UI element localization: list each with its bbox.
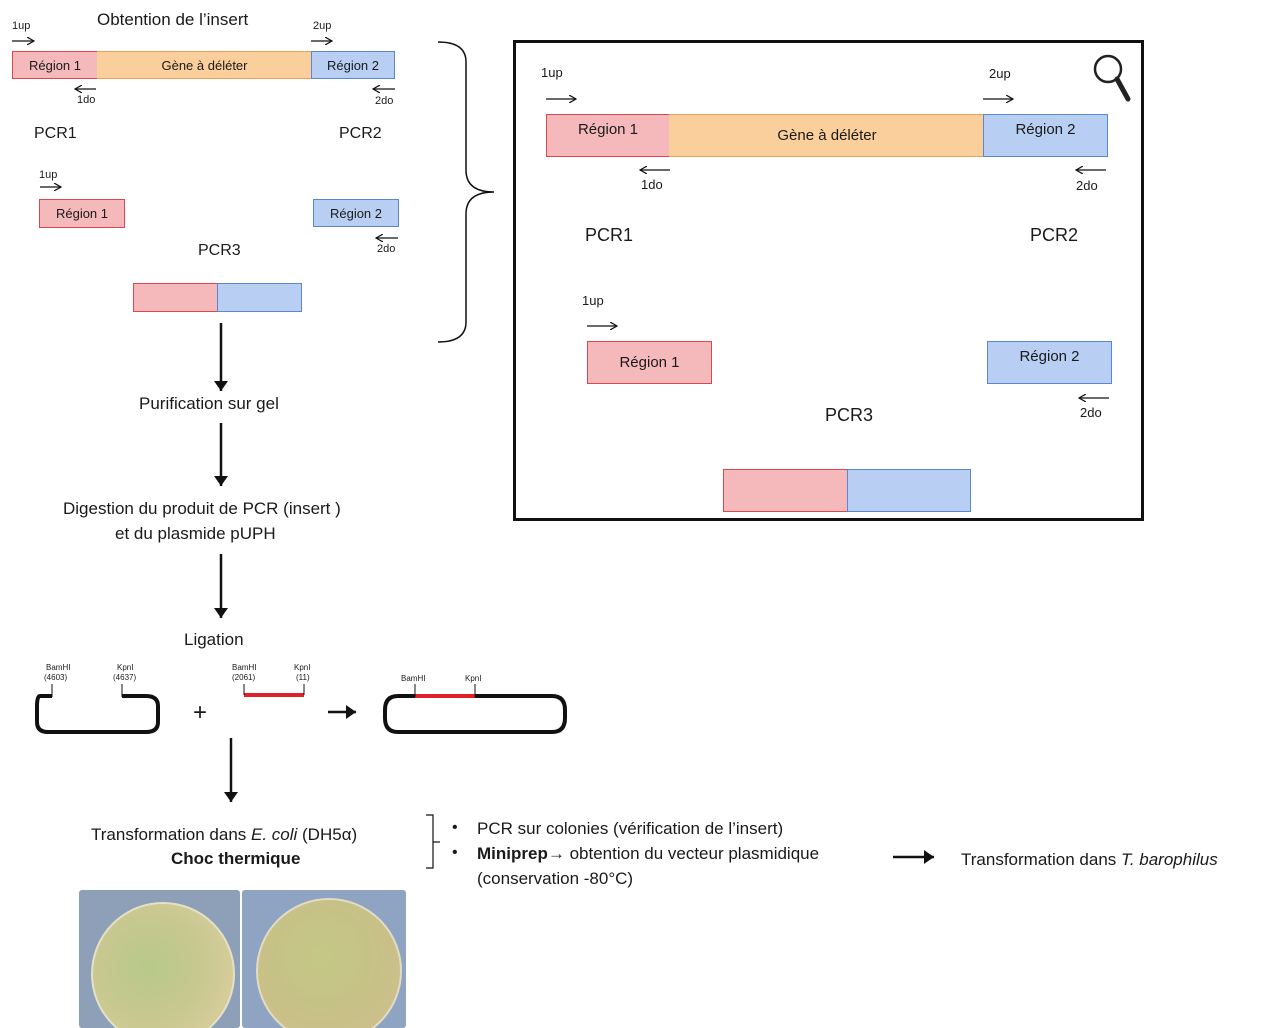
petri-dish-photo-left <box>79 890 240 1028</box>
zoom-region1-box: Région 1 <box>546 114 670 157</box>
vector-backbone <box>35 694 160 734</box>
bullets-bracket <box>426 814 434 869</box>
bullet-2-text: Miniprep→ obtention du vecteur plasmidiq… <box>477 844 820 863</box>
insert-site1-name: BamHI <box>232 663 257 672</box>
recombinant-site2-name: KpnI <box>465 674 482 683</box>
gene-box-small: Gène à déléter <box>97 51 312 79</box>
primer-1up-label-b: 1up <box>39 169 58 181</box>
vector-site2-pos: (4637) <box>113 673 137 682</box>
zoom-2do-label: 2do <box>1076 178 1098 193</box>
bullet-1-dot: • <box>452 819 458 836</box>
bullet-2-continuation: (conservation -80°C) <box>477 869 634 888</box>
zoom-1up-label-b: 1up <box>582 293 604 308</box>
region2-box-pcr2-small: Région 2 <box>313 199 399 227</box>
final-transformation: Transformation dans T. barophilus <box>961 850 1218 869</box>
recombinant-site1-name: BamHI <box>401 674 426 683</box>
insert-title: Obtention de l’insert <box>97 10 249 29</box>
bullet-2-dot: • <box>452 844 458 861</box>
region2-box-small: Région 2 <box>311 51 395 79</box>
zoom-2up-label: 2up <box>989 66 1011 81</box>
petri-dish-photo-right <box>242 890 406 1028</box>
insert-site2-pos: (11) <box>296 673 310 682</box>
step-transformation: Transformation dans E. coli (DH5α) <box>91 825 358 844</box>
primer-2do-label-b: 2do <box>377 243 396 255</box>
zoom-pcr2-label: PCR2 <box>1030 225 1079 245</box>
zoom-panel: 1up 2up Région 1 Gène à déléter Région 2… <box>513 40 1144 521</box>
step-ligation: Ligation <box>184 630 244 649</box>
zoom-primer-arrows <box>546 43 1109 524</box>
step-digestion-line2: et du plasmide pUPH <box>115 524 276 543</box>
vector-site1-pos: (4603) <box>44 673 68 682</box>
zoom-2do-label-b: 2do <box>1080 405 1102 420</box>
primer-2do-label: 2do <box>375 95 394 107</box>
bullet-1-text: PCR sur colonies (vérification de l’inse… <box>477 819 784 838</box>
fused-region1-small <box>133 283 218 312</box>
plus-sign: + <box>193 699 208 726</box>
recombinant-backbone-left <box>383 694 567 734</box>
primer-1do-label: 1do <box>77 94 96 106</box>
zoom-pcr1-label: PCR1 <box>585 225 634 245</box>
region1-box-small: Région 1 <box>12 51 98 79</box>
vector-site2-name: KpnI <box>117 663 134 672</box>
zoom-region2-pcr2: Région 2 <box>987 341 1112 384</box>
insert-site1-pos: (2061) <box>232 673 256 682</box>
fused-region2-small <box>217 283 302 312</box>
primer-1up-label: 1up <box>12 20 31 32</box>
pcr3-label-small: PCR3 <box>198 242 241 259</box>
pcr1-label-small: PCR1 <box>34 125 77 142</box>
step-purification: Purification sur gel <box>139 394 279 413</box>
zoom-pcr3-label: PCR3 <box>825 405 874 425</box>
brace <box>437 41 495 343</box>
magnifier-icon <box>1093 54 1131 102</box>
insert-site2-name: KpnI <box>294 663 311 672</box>
primer-2up-label: 2up <box>313 20 332 32</box>
zoom-region2-box: Région 2 <box>983 114 1108 157</box>
region1-box-pcr1-small: Région 1 <box>39 199 125 228</box>
vector-site1-name: BamHI <box>46 663 71 672</box>
zoom-1up-label: 1up <box>541 65 563 80</box>
zoom-gene-box: Gène à déléter <box>669 114 985 157</box>
pcr2-label-small: PCR2 <box>339 125 382 142</box>
step-digestion-line1: Digestion du produit de PCR (insert ) <box>63 499 341 518</box>
zoom-1do-label: 1do <box>641 177 663 192</box>
zoom-region1-pcr1: Région 1 <box>587 341 712 384</box>
zoom-fused-region2 <box>847 469 971 512</box>
step-choc-thermique: Choc thermique <box>171 849 301 868</box>
zoom-fused-region1 <box>723 469 848 512</box>
